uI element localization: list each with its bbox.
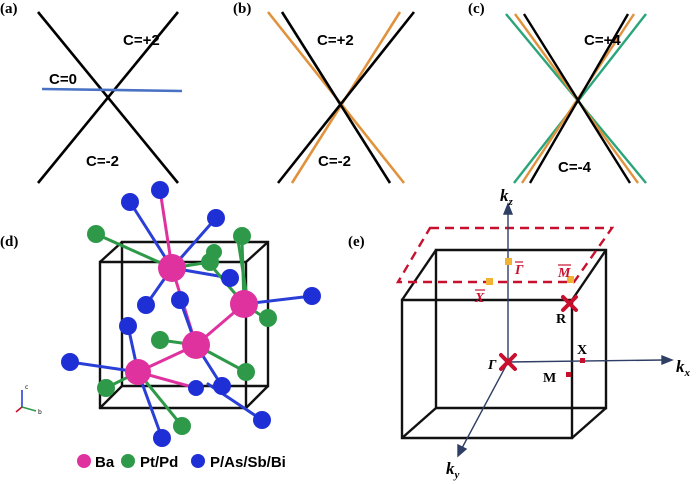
surface-gamma-label: Γ	[514, 263, 524, 278]
chern-label: C=-2	[86, 153, 119, 170]
panel-e-tag: (e)	[348, 234, 365, 250]
chern-label: C=+2	[123, 32, 160, 49]
panel-d-tag: (d)	[0, 234, 18, 250]
m-point: M	[543, 371, 571, 386]
surface-m-point: M	[557, 264, 574, 283]
r-point: R	[556, 295, 578, 327]
chern-label: C=+4	[584, 32, 621, 49]
panel-c-tag: (c)	[468, 1, 485, 17]
band-line	[280, 11, 392, 184]
brillouin-zone-box	[400, 248, 608, 440]
triad-label: b	[38, 409, 42, 416]
barium-atoms	[125, 254, 258, 385]
panel-e: (e) kz kx ky Γ	[348, 186, 691, 481]
surface-gamma-point: Γ	[505, 258, 524, 278]
m-label: M	[543, 371, 556, 386]
panel-b-tag: (b)	[233, 1, 251, 17]
transition-metal-atoms	[87, 225, 277, 435]
panel-c: (c) C=+4 C=-4	[468, 1, 647, 184]
surface-x-label: X	[474, 291, 485, 306]
r-label: R	[556, 312, 567, 327]
chern-label: C=+2	[317, 32, 354, 49]
legend-label: Ba	[95, 454, 115, 471]
panel-b: (b) C=+2 C=-2	[233, 1, 416, 184]
kz-axis-label: kz	[500, 186, 514, 208]
ky-axis-label: ky	[446, 459, 460, 481]
surface-m-label: M	[557, 266, 571, 281]
chern-label: C=-4	[558, 159, 592, 176]
k-axes	[457, 202, 674, 458]
panel-a-tag: (a)	[0, 1, 18, 17]
band-line	[522, 13, 632, 184]
panel-d: (d)	[0, 181, 321, 471]
x-label: X	[577, 343, 587, 358]
pnictogen-atoms	[61, 181, 321, 447]
atom-legend: Ba Pt/Pd P/As/Sb/Bi	[77, 454, 286, 471]
chern-label: C=-2	[318, 153, 351, 170]
x-point: X	[577, 343, 587, 363]
chern-label: C=0	[49, 71, 77, 88]
kx-axis-label: kx	[676, 357, 691, 379]
axis-triad: c b	[15, 384, 42, 416]
band-line	[528, 13, 630, 184]
legend-label: Pt/Pd	[140, 454, 178, 471]
triad-label: c	[25, 384, 28, 391]
band-line	[36, 11, 180, 184]
gamma-point: Γ	[487, 353, 517, 373]
flat-band-line	[41, 87, 183, 93]
legend-swatch	[191, 454, 205, 468]
legend-label: P/As/Sb/Bi	[210, 454, 286, 471]
legend-swatch	[77, 454, 91, 468]
surface-x-point: X	[474, 278, 493, 306]
gamma-label: Γ	[487, 358, 497, 373]
legend-swatch	[121, 454, 135, 468]
panel-a: (a) C=+2 C=0 C=-2	[0, 1, 183, 184]
band-line	[276, 11, 416, 184]
surface-brillouin-zone	[395, 226, 615, 284]
